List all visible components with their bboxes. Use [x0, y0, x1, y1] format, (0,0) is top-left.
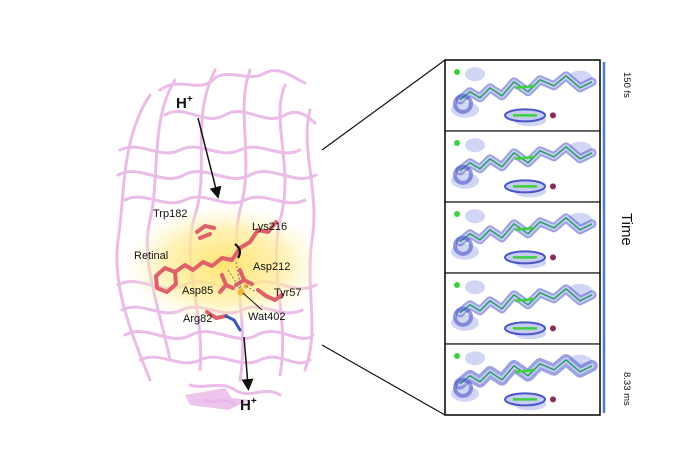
proton-in-arrow [197, 117, 222, 199]
density-frame [444, 201, 601, 274]
zoom-line-top [321, 59, 446, 151]
positive-peak [514, 297, 536, 303]
proton-in-label: H+ [176, 94, 193, 112]
isomerization-arrow [234, 243, 242, 259]
background-density [465, 280, 485, 295]
zoom-line-bottom [321, 344, 446, 416]
positive-peak [454, 211, 460, 217]
time-start-label: 150 fs [621, 72, 632, 98]
time-end-label: 8.33 ms [621, 372, 632, 406]
water-density [550, 254, 556, 261]
water-density [550, 396, 556, 403]
ring-density [453, 377, 473, 398]
background-density [465, 351, 485, 366]
time-axis-label: Time [618, 213, 635, 246]
hydrogen-bonds [227, 261, 257, 293]
label-retinal: Retinal [134, 250, 168, 262]
positive-peak [514, 155, 536, 161]
positive-peak [514, 368, 536, 374]
active-site-highlight [125, 205, 325, 325]
proton-out-label: H+ [240, 396, 257, 414]
label-lys216: Lys216 [252, 221, 287, 233]
background-density [465, 138, 485, 153]
panel-stack-border [444, 59, 601, 416]
background-density [465, 67, 485, 82]
positive-peak [514, 226, 536, 232]
ring-density [453, 93, 473, 114]
positive-peak [514, 84, 536, 90]
density-frame [444, 130, 601, 203]
background-density [465, 209, 485, 224]
positive-peak [454, 353, 460, 359]
ring-density [453, 164, 473, 185]
label-trp182: Trp182 [153, 208, 187, 220]
positive-peak [454, 69, 460, 75]
arg82-stick [205, 310, 228, 320]
asp212-stick [234, 268, 254, 287]
ring-density [453, 306, 473, 327]
density-frame [444, 343, 601, 416]
water-density [550, 325, 556, 332]
asp85-stick [218, 273, 235, 294]
water-density [550, 112, 556, 119]
label-tyr57: Tyr57 [274, 287, 302, 299]
label-asp85: Asp85 [182, 285, 213, 297]
label-wat402: Wat402 [248, 311, 286, 323]
density-frame [444, 59, 601, 132]
arg82-nitrogen [224, 314, 242, 332]
beta-strand [185, 388, 250, 410]
trp182-stick [195, 224, 216, 240]
label-arg82: Arg82 [183, 313, 212, 325]
water-density [550, 183, 556, 190]
positive-peak [454, 140, 460, 146]
density-panels [444, 59, 601, 416]
density-frame [444, 272, 601, 345]
label-asp212: Asp212 [253, 261, 290, 273]
wat402-water [237, 288, 245, 296]
proton-out-arrow [241, 336, 254, 391]
retinal-stick [173, 256, 234, 274]
ring-density [453, 235, 473, 256]
tyr57-stick [256, 288, 284, 302]
wat402-leader [242, 292, 263, 311]
positive-peak [454, 282, 460, 288]
